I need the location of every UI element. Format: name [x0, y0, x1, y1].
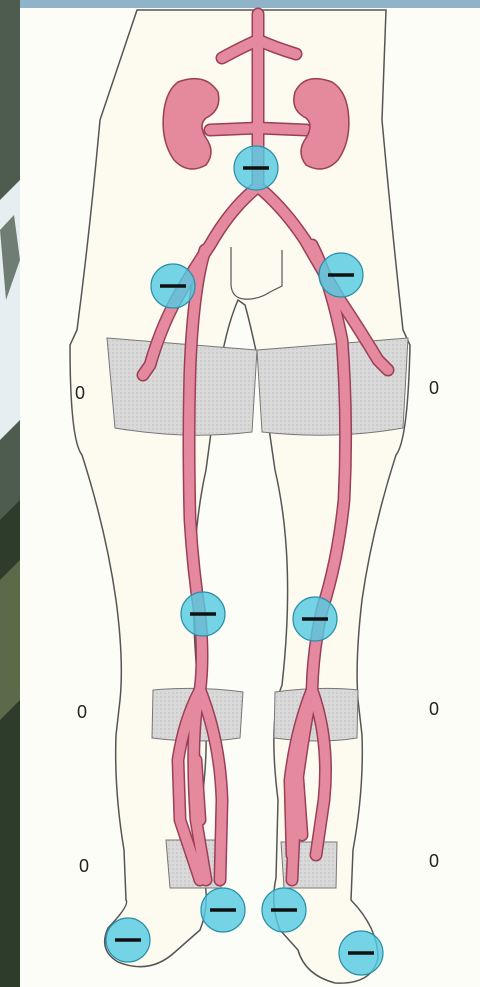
minus-circle-icon — [262, 888, 306, 932]
minus-circle-icon — [181, 592, 225, 636]
minus-circle-icon — [201, 888, 245, 932]
minus-circle-icon — [293, 597, 337, 641]
label-left-ankle: 0 — [64, 856, 104, 877]
thigh-cuff-right — [257, 338, 408, 435]
label-right-knee: 0 — [414, 699, 454, 720]
minus-circle-icon — [339, 931, 383, 975]
label-right-ankle: 0 — [414, 851, 454, 872]
label-left-thigh: 0 — [60, 383, 100, 404]
label-right-thigh: 0 — [414, 378, 454, 399]
minus-circle-icon — [106, 918, 150, 962]
minus-circle-icon — [151, 264, 195, 308]
minus-circle-icon — [234, 146, 278, 190]
minus-circle-icon — [319, 253, 363, 297]
label-left-knee: 0 — [62, 702, 102, 723]
thigh-cuff-left — [107, 338, 257, 435]
